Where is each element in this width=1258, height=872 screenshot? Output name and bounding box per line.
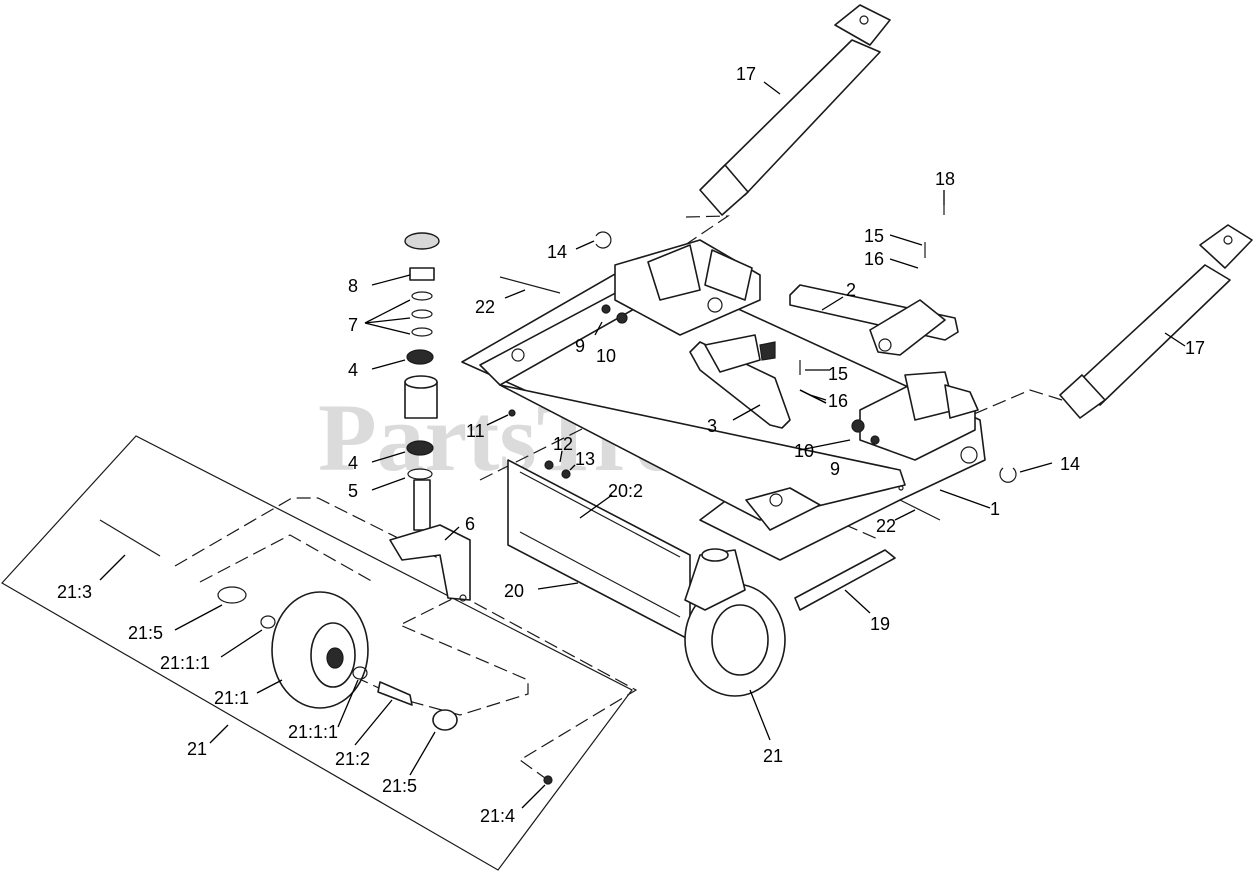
callout-9-left: 9 [575,336,585,356]
callout-14-left: 14 [547,242,567,262]
callout-3: 3 [707,416,717,436]
callout-4-bottom: 4 [348,453,358,473]
wheel-kit-box [1,435,633,871]
exploded-wheel [217,586,458,731]
callout-21-2: 21:2 [335,749,370,769]
cylinder-right [1059,224,1253,419]
caster-fork [389,479,471,602]
callout-10-right: 10 [794,441,814,461]
callout-21-1: 21:1 [214,688,249,708]
callout-15-top: 15 [864,226,884,246]
assembled-wheel [684,548,786,697]
callout-21-5-left: 21:5 [128,623,163,643]
left-pivot-bracket [614,239,761,336]
callout-20-2: 20:2 [608,481,643,501]
pin-item-3 [689,334,791,429]
callout-4-top: 4 [348,360,358,380]
callout-16-right: 16 [828,391,848,411]
callout-21-1-1-right: 21:1:1 [288,722,338,742]
bolts-and-pins [99,205,1017,785]
callout-20: 20 [504,581,524,601]
callout-21-4: 21:4 [480,806,515,826]
callout-21-5-right: 21:5 [382,776,417,796]
callout-21-right: 21 [763,746,783,766]
callout-1: 1 [990,499,1000,519]
callout-7: 7 [348,315,358,335]
callout-8: 8 [348,276,358,296]
cylinder-left [699,4,891,216]
callout-13: 13 [575,449,595,469]
callout-19: 19 [870,614,890,634]
callout-14-right: 14 [1060,454,1080,474]
callout-10-left: 10 [596,346,616,366]
callout-9-right: 9 [830,459,840,479]
callout-21-1-1-left: 21:1:1 [160,653,210,673]
leader-lines [99,81,1186,809]
strip-item-19 [794,549,896,611]
pin-item-2 [789,284,959,356]
callout-21-3: 21:3 [57,582,92,602]
callout-18: 18 [935,169,955,189]
callout-16-top: 16 [864,249,884,269]
callout-15-right: 15 [828,364,848,384]
callout-22-right: 22 [876,516,896,536]
callout-labels: 17 17 18 15 16 2 14 22 8 7 4 4 5 9 10 3 … [57,64,1205,826]
callout-17-top: 17 [736,64,756,84]
callout-2: 2 [846,280,856,300]
callout-17-right: 17 [1185,338,1205,358]
callout-11: 11 [466,421,485,441]
callout-6: 6 [465,514,475,534]
right-pivot-bracket [859,371,979,461]
callout-5: 5 [348,481,358,501]
callout-21-left: 21 [187,739,207,759]
callout-22-left: 22 [475,297,495,317]
caster-hardware-stack [404,232,440,480]
callout-12: 12 [553,434,573,454]
